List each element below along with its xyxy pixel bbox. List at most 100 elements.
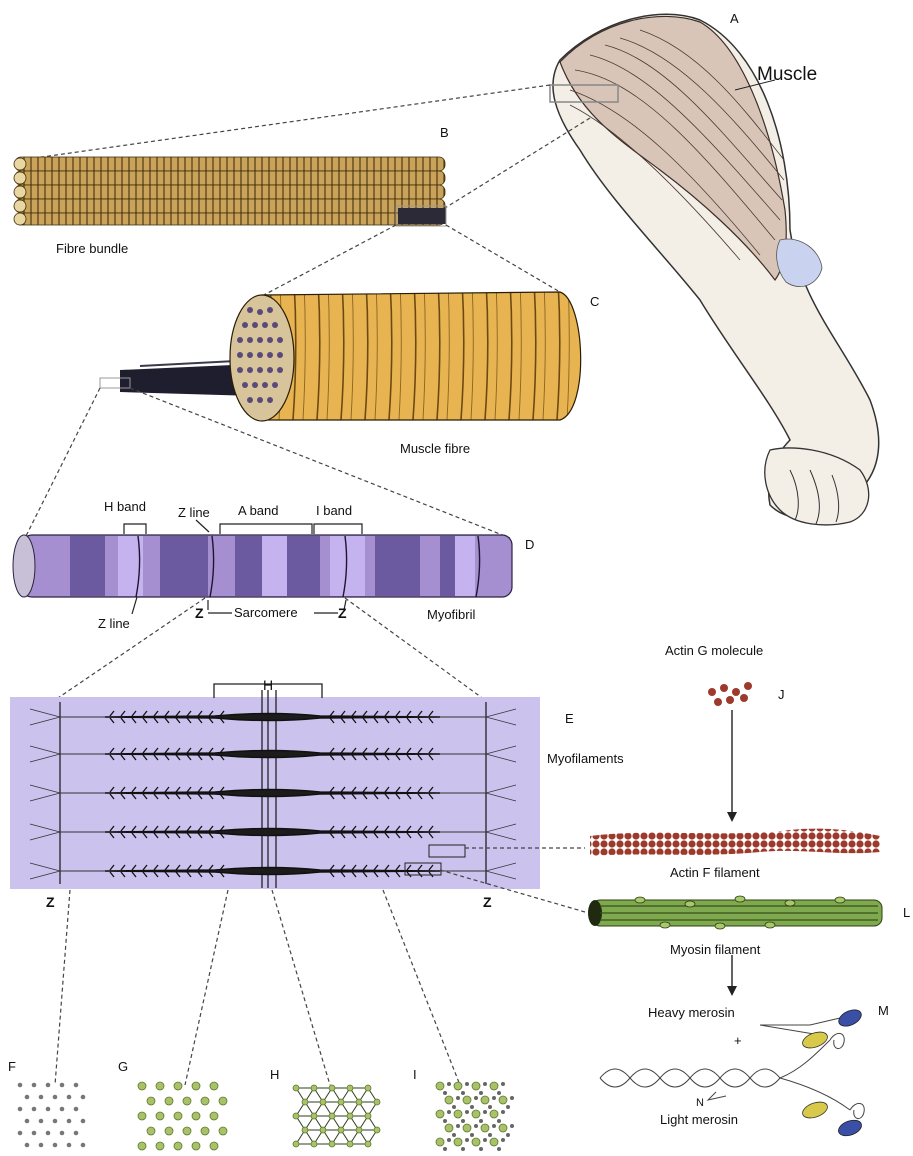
thin-dot — [510, 1096, 514, 1100]
arrow-g-to-f — [727, 710, 737, 822]
thin-dot — [461, 1119, 465, 1123]
thick-dot — [192, 1142, 200, 1150]
thick-dot — [463, 1124, 471, 1132]
lattice-node — [320, 1099, 326, 1105]
muscle-fibre-label: Muscle fibre — [400, 442, 470, 455]
thin-dot — [479, 1119, 483, 1123]
actin-f-label: Actin F filament — [670, 866, 760, 879]
thin-dot — [456, 1096, 460, 1100]
thin-dot — [510, 1124, 514, 1128]
z-panel-right-label: Z — [483, 895, 492, 909]
letter-i: I — [413, 1068, 417, 1081]
lattice-node — [356, 1127, 362, 1133]
sarcomere-label: Sarcomere — [234, 606, 298, 619]
myosin-filament — [588, 896, 882, 929]
thick-dot — [201, 1127, 209, 1135]
plus-label: + — [734, 1034, 742, 1047]
thick-dot — [138, 1142, 146, 1150]
myofibril-illustration — [13, 520, 512, 614]
actin-f-filament — [590, 829, 880, 856]
letter-a: A — [730, 12, 739, 25]
lattice-node — [329, 1085, 335, 1091]
thin-dot — [492, 1124, 496, 1128]
z-left-label: Z — [195, 606, 204, 620]
myosin-filament-label: Myosin filament — [670, 943, 760, 956]
thick-dot — [183, 1127, 191, 1135]
thick-dot — [210, 1082, 218, 1090]
thick-dot — [436, 1138, 444, 1146]
z-panel-left-label: Z — [46, 895, 55, 909]
fibre-bundle-illustration — [14, 157, 446, 226]
thick-dot — [454, 1110, 462, 1118]
letter-m: M — [878, 1004, 889, 1017]
thin-dot — [67, 1119, 72, 1124]
thick-dot — [454, 1138, 462, 1146]
thick-dot — [463, 1096, 471, 1104]
thick-dot — [472, 1082, 480, 1090]
lattice-node — [365, 1113, 371, 1119]
thick-dot — [436, 1082, 444, 1090]
thick-dot — [174, 1082, 182, 1090]
thick-dot — [174, 1112, 182, 1120]
thin-dot — [447, 1082, 451, 1086]
cross-section-g — [138, 1082, 227, 1150]
thin-dot — [483, 1110, 487, 1114]
letter-e: E — [565, 712, 574, 725]
thin-dot — [474, 1096, 478, 1100]
thin-dot — [53, 1095, 58, 1100]
thick-dot — [219, 1127, 227, 1135]
thin-dot — [32, 1131, 37, 1136]
thick-dot — [454, 1082, 462, 1090]
thin-dot — [452, 1105, 456, 1109]
thin-dot — [470, 1133, 474, 1137]
fibre-bundle-label: Fibre bundle — [56, 242, 128, 255]
thin-dot — [39, 1095, 44, 1100]
arm-illustration — [550, 14, 879, 525]
thin-dot — [46, 1083, 51, 1088]
thick-dot — [192, 1112, 200, 1120]
lattice-node — [338, 1099, 344, 1105]
lattice-node — [365, 1085, 371, 1091]
thin-dot — [32, 1083, 37, 1088]
z-line-bottom-label: Z line — [98, 617, 130, 630]
muscle-label: Muscle — [757, 65, 817, 84]
thin-dot — [74, 1107, 79, 1112]
thin-dot — [456, 1124, 460, 1128]
thin-dot — [53, 1143, 58, 1148]
thin-dot — [60, 1107, 65, 1112]
h-bracket-label: H — [263, 678, 273, 692]
letter-l: L — [903, 906, 910, 919]
thin-dot — [465, 1138, 469, 1142]
thick-dot — [165, 1097, 173, 1105]
thin-dot — [501, 1082, 505, 1086]
lattice-node — [311, 1113, 317, 1119]
thick-dot — [472, 1138, 480, 1146]
thin-dot — [18, 1083, 23, 1088]
letter-j: J — [778, 688, 785, 701]
thick-dot — [156, 1112, 164, 1120]
thick-dot — [174, 1142, 182, 1150]
thick-dot — [445, 1096, 453, 1104]
thick-dot — [156, 1142, 164, 1150]
lattice-node — [347, 1113, 353, 1119]
thin-dot — [465, 1110, 469, 1114]
lattice-node — [347, 1085, 353, 1091]
lattice-node — [302, 1099, 308, 1105]
thin-dot — [479, 1147, 483, 1151]
thick-dot — [490, 1082, 498, 1090]
thin-dot — [479, 1091, 483, 1095]
lattice-node — [374, 1127, 380, 1133]
thick-dot — [156, 1082, 164, 1090]
lattice-node — [293, 1141, 299, 1147]
light-merosin-label: Light merosin — [660, 1113, 738, 1126]
muscle-fibre-illustration — [100, 292, 581, 421]
thin-dot — [447, 1110, 451, 1114]
thin-dot — [461, 1147, 465, 1151]
thin-dot — [81, 1095, 86, 1100]
thin-dot — [74, 1083, 79, 1088]
thick-dot — [183, 1097, 191, 1105]
actin-g-label: Actin G molecule — [665, 644, 763, 657]
thin-dot — [506, 1105, 510, 1109]
h-band-label: H band — [104, 500, 146, 513]
